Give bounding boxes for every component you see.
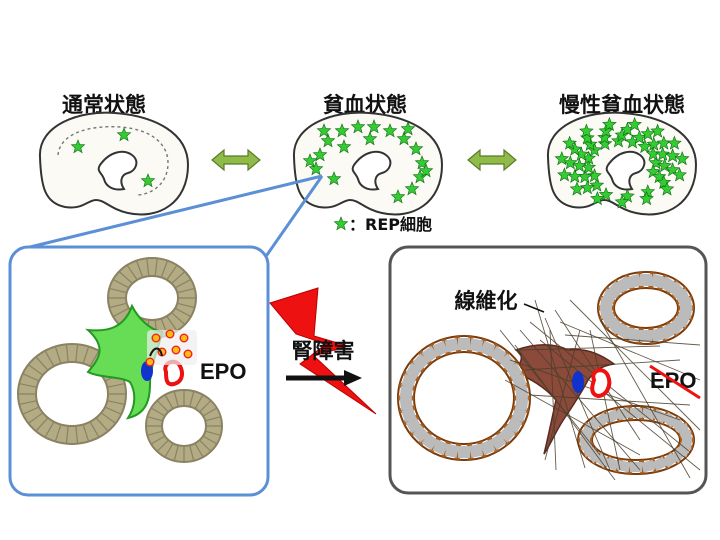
collagen-fiber xyxy=(544,317,611,471)
epo-dot xyxy=(183,349,193,359)
renal-tubule xyxy=(397,335,531,461)
collagen-fiber xyxy=(534,299,586,469)
zoom-line xyxy=(260,175,324,263)
fibrosis-panel: 線維化 EPO xyxy=(388,245,708,495)
collagen-fiber xyxy=(549,329,557,471)
collagen-fiber xyxy=(524,359,681,371)
epo-dot xyxy=(151,333,161,343)
collagen-fibers xyxy=(499,299,701,481)
capillary-artery xyxy=(590,368,612,399)
collagen-fiber xyxy=(504,379,641,456)
collagen-fiber xyxy=(569,299,701,431)
epo-dot xyxy=(165,329,175,339)
kidney-anemia xyxy=(292,111,443,216)
collagen-fiber xyxy=(519,345,661,351)
star-cell-icon xyxy=(333,216,349,231)
collagen-fiber xyxy=(564,334,701,346)
collagen-fiber xyxy=(559,321,701,381)
fibrosis-pointer xyxy=(523,303,545,313)
zoom-line xyxy=(29,174,323,249)
double-arrow-icon xyxy=(467,148,517,172)
collagen-fiber xyxy=(589,329,621,471)
progression-arrow xyxy=(286,370,362,386)
renal-pelvis xyxy=(97,150,138,191)
fibrosis-label: 線維化 xyxy=(455,289,518,313)
rep-cell xyxy=(85,303,164,420)
collagen-fiber xyxy=(599,319,691,479)
renal-pelvis xyxy=(605,150,646,191)
cortex-line xyxy=(57,126,169,196)
collagen-fiber xyxy=(544,329,581,461)
legend-label: ：REP細胞 xyxy=(349,215,432,234)
epo-cross-mark xyxy=(649,364,701,400)
epo-label-healthy: EPO xyxy=(200,359,246,384)
healthy-panel: EPO xyxy=(8,245,270,497)
renal-pelvis xyxy=(351,150,392,191)
epo-dot xyxy=(179,333,189,343)
renal-tubule xyxy=(145,389,223,463)
tubule-group xyxy=(397,271,695,475)
renal-tubule xyxy=(577,405,695,475)
epo-dot xyxy=(171,345,181,355)
kidney-chronic-anemia xyxy=(546,111,697,216)
epo-dot xyxy=(145,357,155,367)
secretion-arrow xyxy=(149,347,163,357)
collagen-fiber xyxy=(529,394,691,406)
kidney-normal xyxy=(38,111,189,216)
injury-label: 腎障害 xyxy=(292,339,355,363)
legend: ：REP細胞 xyxy=(333,215,432,234)
renal-tubule xyxy=(597,271,695,345)
collagen-fiber xyxy=(514,344,616,481)
capillary-vein xyxy=(572,371,584,393)
capillary-artery xyxy=(163,359,184,387)
epo-dot-group xyxy=(145,329,197,367)
double-arrow-icon xyxy=(211,148,261,172)
